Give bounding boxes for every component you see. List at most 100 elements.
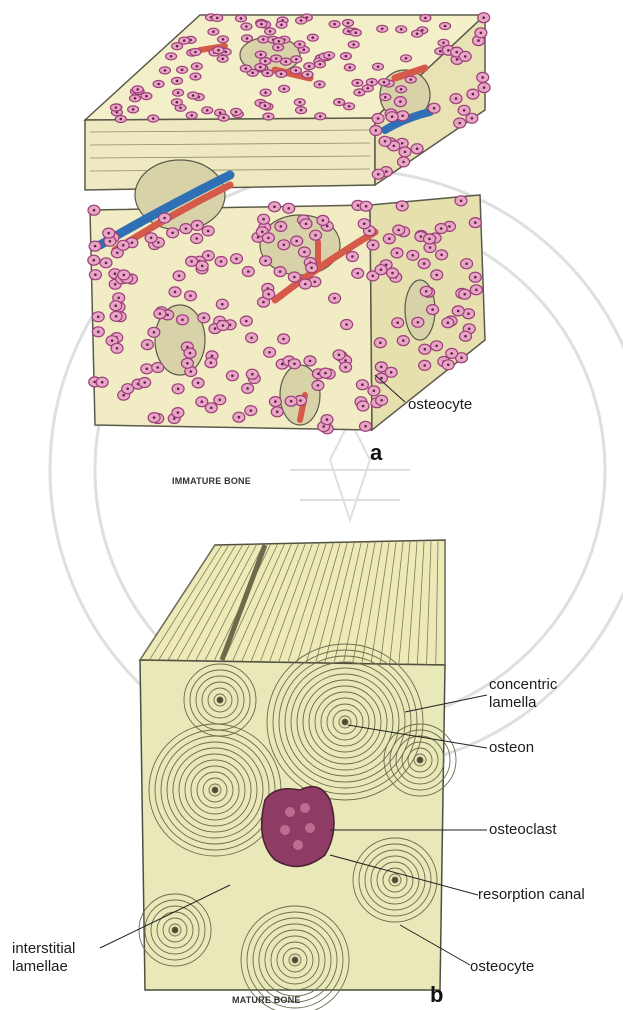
osteocyte-nucleus — [324, 372, 327, 375]
osteocyte-nucleus — [345, 323, 348, 326]
label-interstitial: interstitial — [12, 940, 75, 958]
osteocyte-nucleus — [384, 140, 387, 143]
panel-a-letter: a — [370, 440, 382, 466]
osteocyte-nucleus — [190, 370, 193, 373]
osteocyte-nucleus — [347, 30, 350, 33]
osteocyte-nucleus — [383, 81, 386, 84]
osteocyte-nucleus — [417, 321, 420, 324]
osteocyte-nucleus — [377, 173, 380, 176]
osteocyte-nucleus — [251, 373, 254, 376]
osteocyte-nucleus — [384, 96, 387, 99]
osteocyte-nucleus — [429, 246, 432, 249]
osteocyte-nucleus — [405, 57, 408, 60]
osteocyte-nucleus — [410, 78, 413, 81]
osteocyte-nucleus — [245, 67, 248, 70]
osteocyte-nucleus — [365, 205, 368, 208]
osteocyte-nucleus — [344, 359, 347, 362]
osteocyte-nucleus — [465, 262, 468, 265]
osteocyte-nucleus — [361, 383, 364, 386]
osteocyte-nucleus — [269, 30, 272, 33]
haversian-canal — [217, 697, 223, 703]
osteocyte-nucleus — [111, 339, 114, 342]
label-osteocyte-a: osteocyte — [408, 396, 472, 414]
osteocyte-nucleus — [348, 105, 351, 108]
label-osteoclast: osteoclast — [489, 821, 557, 839]
label-lamella: lamella — [489, 694, 537, 712]
osteocyte-nucleus — [372, 244, 375, 247]
osteocyte-nucleus — [177, 411, 180, 414]
osteocyte-nucleus — [299, 399, 302, 402]
osteocyte-nucleus — [471, 117, 474, 120]
osteocyte-nucleus — [423, 364, 426, 367]
osteocyte-nucleus — [240, 17, 243, 20]
osteocyte-nucleus — [455, 51, 458, 54]
osteocyte-nucleus — [482, 16, 485, 19]
osteocyte-nucleus — [477, 39, 480, 42]
osteocyte-nucleus — [186, 362, 189, 365]
osteocyte-nucleus — [219, 111, 222, 114]
osteocyte-nucleus — [224, 51, 227, 54]
osteocyte-nucleus — [264, 104, 267, 107]
osteocyte-nucleus — [280, 225, 283, 228]
osteocyte-nucleus — [222, 324, 225, 327]
osteocyte-nucleus — [210, 407, 213, 410]
osteocyte-nucleus — [475, 289, 478, 292]
osteocyte-nucleus — [318, 83, 321, 86]
osteocyte-nucleus — [189, 352, 192, 355]
osteocyte-nucleus — [190, 114, 193, 117]
osteocyte-nucleus — [287, 207, 290, 210]
osteocyte-nucleus — [107, 232, 110, 235]
osteocyte-nucleus — [424, 17, 427, 20]
osteocyte-nucleus — [380, 366, 383, 369]
osteocyte-nucleus — [300, 109, 303, 112]
osteocyte-nucleus — [115, 106, 118, 109]
osteocyte-nucleus — [116, 347, 119, 350]
osteocyte-nucleus — [400, 88, 403, 91]
osteocyte-nucleus — [116, 252, 119, 255]
osteocyte-nucleus — [181, 69, 184, 72]
osteocyte-nucleus — [333, 297, 336, 300]
osteocyte-nucleus — [194, 75, 197, 78]
osteocyte-nucleus — [264, 60, 267, 63]
osteocyte-nucleus — [177, 91, 180, 94]
osteocyte-nucleus — [219, 399, 222, 402]
osteocyte-nucleus — [380, 268, 383, 271]
osteocyte-nucleus — [235, 111, 238, 114]
osteocyte-nucleus — [231, 374, 234, 377]
osteocyte-nucleus — [298, 43, 301, 46]
osteocyte-nucleus — [214, 327, 217, 330]
osteocyte-nucleus — [222, 38, 225, 41]
osteocyte-nucleus — [273, 205, 276, 208]
osteocyte-nucleus — [210, 361, 213, 364]
osteocyte-nucleus — [377, 65, 380, 68]
osteocyte-nucleus — [190, 260, 193, 263]
osteocyte-nucleus — [195, 237, 198, 240]
osteocyte-nucleus — [480, 32, 483, 35]
osteocyte-nucleus — [220, 260, 223, 263]
osteocyte-nucleus — [283, 244, 286, 247]
osteocyte-nucleus — [396, 252, 399, 255]
osteocyte-nucleus — [397, 229, 400, 232]
haversian-canal — [292, 957, 298, 963]
osteocyte-nucleus — [295, 240, 298, 243]
osteocyte-nucleus — [364, 425, 367, 428]
osteocyte-nucleus — [176, 45, 179, 48]
osteocyte-nucleus — [207, 254, 210, 257]
osteocyte-nucleus — [267, 237, 270, 240]
osteocyte-nucleus — [402, 161, 405, 164]
osteocyte-nucleus — [264, 260, 267, 263]
osteocyte-nucleus — [251, 72, 254, 75]
label-lamellae: lamellae — [12, 958, 68, 976]
osteocyte-nucleus — [314, 281, 317, 284]
osteocyte-nucleus — [304, 283, 307, 286]
osteocyte-nucleus — [322, 425, 325, 428]
osteocyte-nucleus — [201, 400, 204, 403]
osteocyte-nucleus — [282, 338, 285, 341]
osteocyte-nucleus — [375, 129, 378, 132]
osteocyte-nucleus — [442, 42, 445, 45]
osteocyte-nucleus — [136, 88, 139, 91]
osteocyte-nucleus — [447, 321, 450, 324]
osteocyte-nucleus — [468, 328, 471, 331]
osteocyte-nucleus — [319, 63, 322, 66]
haversian-canal — [417, 757, 423, 763]
